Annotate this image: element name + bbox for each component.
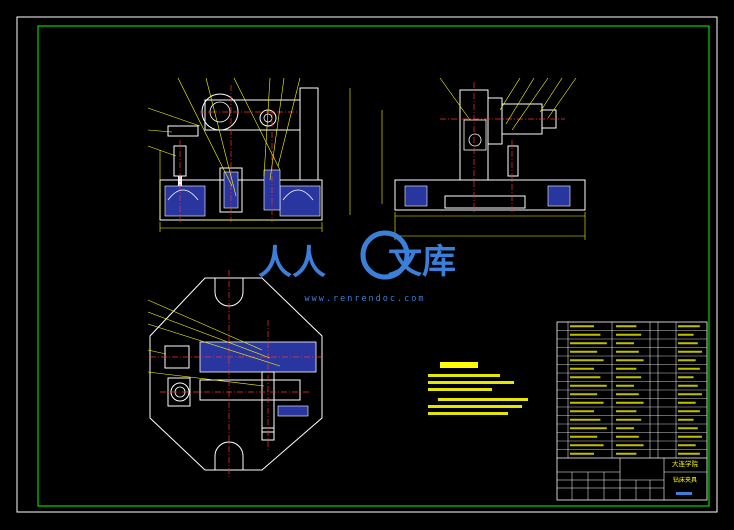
parts-table-cell-mark — [570, 359, 604, 362]
parts-table-cell-mark — [616, 359, 644, 362]
parts-table-cell-mark — [678, 376, 694, 379]
inner-frame — [37, 25, 710, 507]
parts-table-cell-mark — [570, 367, 594, 370]
parts-table-cell-mark — [616, 393, 639, 396]
parts-table-cell-mark — [570, 376, 601, 379]
parts-table-cell-mark — [616, 444, 644, 447]
parts-table-cell-mark — [616, 325, 637, 328]
parts-table-cell-mark — [616, 367, 637, 370]
parts-table-cell-mark — [616, 342, 634, 345]
parts-table-cell-mark — [678, 401, 696, 404]
parts-table-cell-mark — [678, 333, 694, 336]
parts-table-cell-mark — [678, 393, 702, 396]
title-block-school: 大连学院 — [672, 459, 699, 468]
parts-table-cell-mark — [570, 325, 594, 328]
parts-table-cell-mark — [678, 427, 698, 430]
parts-table-cell-mark — [570, 452, 594, 455]
parts-table-cell-mark — [570, 444, 604, 447]
parts-table-cell-mark — [616, 418, 642, 421]
front-view — [147, 77, 351, 232]
parts-table-cell-mark — [570, 427, 607, 430]
parts-table-cell-mark — [678, 444, 696, 447]
parts-table-cell-mark — [616, 333, 642, 336]
technical-notes — [428, 362, 528, 415]
parts-table-cell-mark — [570, 418, 601, 421]
parts-table-cell-mark — [616, 401, 644, 404]
watermark-logo-ring — [360, 230, 410, 280]
parts-table-cell-mark — [678, 325, 700, 328]
parts-table-cell-mark — [678, 384, 698, 387]
parts-table-cell-mark — [570, 435, 598, 438]
parts-table-cell-mark — [678, 359, 696, 362]
parts-table-cell-mark — [678, 367, 700, 370]
parts-table-cell-mark — [570, 393, 598, 396]
parts-table-cell-mark — [570, 342, 607, 345]
parts-table-cell-mark — [616, 427, 634, 430]
parts-table-cell-mark — [616, 410, 637, 413]
top-view — [147, 270, 323, 478]
side-view — [381, 77, 586, 240]
parts-table-cell-mark — [570, 401, 604, 404]
parts-table-cell-mark — [678, 452, 700, 455]
watermark-url: www.renrendoc.com — [305, 294, 426, 304]
parts-table-cell-mark — [570, 350, 598, 353]
parts-table-cell-mark — [570, 333, 601, 336]
parts-table-cell-mark — [616, 350, 639, 353]
watermark-brand-right: 文库 — [388, 242, 456, 282]
outer-border — [16, 16, 718, 513]
watermark-brand-left: 人人 — [258, 243, 326, 283]
parts-table-cell-mark — [616, 435, 639, 438]
parts-table-cell-mark — [678, 435, 702, 438]
parts-table-cell-mark — [678, 418, 694, 421]
parts-table-cell-mark — [616, 452, 637, 455]
parts-list-table: 大连学院 钻床夹具 — [556, 321, 708, 501]
watermark: 人人 文库 www.renrendoc.com — [258, 230, 456, 304]
parts-table-cell-mark — [570, 384, 607, 387]
title-block-drawing-name: 钻床夹具 — [673, 476, 697, 484]
parts-table-cell-mark — [678, 342, 698, 345]
parts-table-cell-mark — [678, 410, 700, 413]
parts-table-cell-mark — [678, 350, 702, 353]
parts-table-cell-mark — [570, 410, 594, 413]
parts-table-cell-mark — [616, 384, 634, 387]
parts-table-cell-mark — [616, 376, 642, 379]
